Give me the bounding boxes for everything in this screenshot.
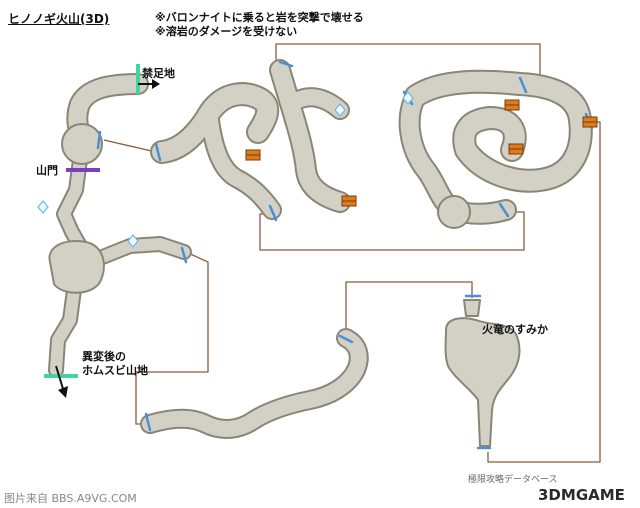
- save-crystal-icon: [37, 200, 49, 214]
- treasure-chest-icon: [504, 99, 520, 111]
- area-loop-cave: [398, 69, 593, 229]
- note-baron-knight: ※バロンナイトに乗ると岩を突撃で壊せる: [155, 11, 364, 24]
- connector-gate-to-cave: [103, 139, 157, 153]
- label-dragon-lair: 火竜のすみか: [482, 323, 548, 336]
- label-mountain-gate: 山門: [36, 164, 58, 177]
- area-lower-tunnel: [140, 328, 369, 439]
- treasure-chest-icon: [508, 143, 524, 155]
- area-start-path: [48, 73, 192, 378]
- treasure-chest-icon: [582, 116, 598, 128]
- note-lava-damage: ※溶岩のダメージを受けない: [155, 25, 298, 38]
- exit-homusubi: [44, 365, 78, 398]
- area-dragon-lair: [444, 299, 521, 447]
- label-homusubi-line2: ホムスビ山地: [82, 364, 148, 377]
- source-credit: 極限攻略データベース: [468, 475, 558, 485]
- footer-source: 图片来自 BBS.A9VG.COM: [4, 492, 137, 505]
- entrance-markers: [96, 60, 594, 450]
- site-watermark: 3DMGAME: [538, 486, 625, 504]
- treasure-chest-icon: [341, 195, 357, 207]
- area-middle-cave: [150, 59, 351, 220]
- save-crystal-icon: [334, 103, 346, 117]
- label-homusubi-line1: 異変後の: [82, 350, 126, 363]
- save-crystal-icon: [402, 91, 414, 105]
- label-forbidden-area: 禁足地: [142, 67, 175, 80]
- save-crystal-icon: [127, 234, 139, 248]
- exit-arrow-icon: [55, 365, 65, 393]
- exit-forbidden: [136, 64, 160, 94]
- map-title: ヒノノギ火山(3D): [8, 12, 110, 26]
- treasure-chest-icon: [245, 149, 261, 161]
